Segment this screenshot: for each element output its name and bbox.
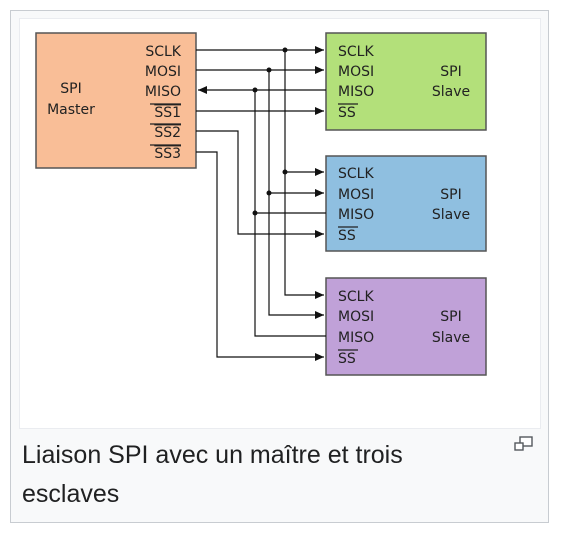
slave2-title-line1: SPI xyxy=(440,187,461,203)
spi-diagram[interactable]: SPI Master SCLK MOSI MISO SS1 SS2 SS3 SC… xyxy=(19,18,541,429)
master-pin-ss3: SS3 xyxy=(154,146,181,162)
slave1-title-line2: Slave xyxy=(432,84,470,100)
slave1-pin-ss: SS xyxy=(338,105,356,121)
figure-caption: Liaison SPI avec un maître et trois escl… xyxy=(22,441,403,508)
slave1-box xyxy=(325,32,487,131)
master-pin-sclk: SCLK xyxy=(145,44,181,60)
master-title-line1: SPI xyxy=(60,81,81,97)
slave2-pin-sclk: SCLK xyxy=(338,166,374,182)
master-pin-miso: MISO xyxy=(145,84,181,100)
slave3-pin-mosi: MOSI xyxy=(338,309,374,325)
master-pin-ss2: SS2 xyxy=(154,125,181,141)
slave1-pin-miso: MISO xyxy=(338,84,374,100)
master-title-line2: Master xyxy=(47,102,95,118)
bus-wires xyxy=(196,46,326,361)
master-pin-ss1: SS1 xyxy=(154,105,181,121)
slave2-pin-miso: MISO xyxy=(338,207,374,223)
slave2-box xyxy=(325,155,487,252)
slave3-pin-miso: MISO xyxy=(338,330,374,346)
slave1-pin-mosi: MOSI xyxy=(338,64,374,80)
slave3-title-line2: Slave xyxy=(432,330,470,346)
slave1-pin-sclk: SCLK xyxy=(338,44,374,60)
slave2-pin-mosi: MOSI xyxy=(338,187,374,203)
slave2-pin-ss: SS xyxy=(338,228,356,244)
slave3-title-line1: SPI xyxy=(440,309,461,325)
junction-dots xyxy=(252,47,288,216)
slave3-pin-ss: SS xyxy=(338,351,356,367)
slave3-box xyxy=(325,277,487,376)
slave3-pin-sclk: SCLK xyxy=(338,289,374,305)
slave2-title-line2: Slave xyxy=(432,207,470,223)
slave1-title-line1: SPI xyxy=(440,64,461,80)
magnify-clip-icon[interactable] xyxy=(514,436,534,452)
master-pin-mosi: MOSI xyxy=(145,64,181,80)
